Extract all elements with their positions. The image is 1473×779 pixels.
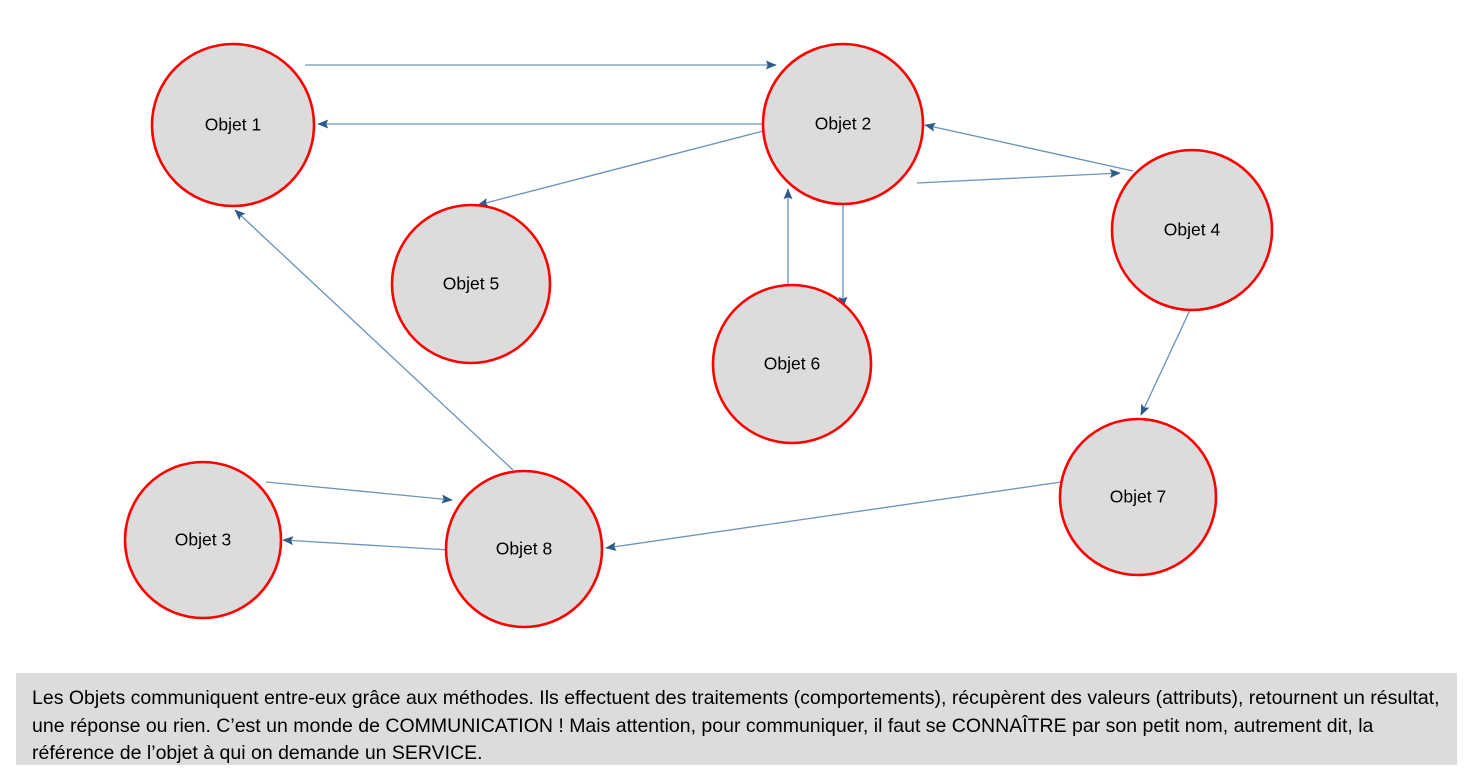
- node-objet6[interactable]: Objet 6: [711, 283, 873, 445]
- node-circle-objet1[interactable]: [150, 42, 316, 208]
- edge-objet4-to-objet7: [1140, 309, 1191, 416]
- nodes-layer: Objet 1 Objet 2 Objet 3 Objet 4 Objet 5 Objet…: [123, 42, 1274, 629]
- edge-objet2-to-objet4: [916, 169, 1121, 184]
- edge-objet7-to-objet8: [605, 481, 1062, 551]
- node-circle-objet7[interactable]: [1058, 417, 1218, 577]
- node-circle-objet8[interactable]: [444, 469, 604, 629]
- node-label-objet3: Objet 3: [175, 530, 231, 550]
- node-circle-objet5[interactable]: [390, 203, 552, 365]
- node-label-objet2: Objet 2: [815, 114, 871, 134]
- node-label-objet1: Objet 1: [205, 115, 261, 135]
- node-label-objet5: Objet 5: [443, 274, 499, 294]
- node-label-objet6: Objet 6: [764, 354, 820, 374]
- node-circle-objet6[interactable]: [711, 283, 873, 445]
- node-objet1[interactable]: Objet 1: [150, 42, 316, 208]
- edge-objet8-to-objet1: [234, 209, 514, 471]
- node-objet5[interactable]: Objet 5: [390, 203, 552, 365]
- node-objet7[interactable]: Objet 7: [1058, 417, 1218, 577]
- caption-box: Les Objets communiquent entre-eux grâce …: [16, 673, 1457, 765]
- edges-layer: [234, 60, 1191, 551]
- node-label-objet4: Objet 4: [1164, 220, 1221, 240]
- node-circle-objet4[interactable]: [1110, 148, 1274, 312]
- edge-objet4-to-objet2: [924, 122, 1134, 172]
- node-objet8[interactable]: Objet 8: [444, 469, 604, 629]
- caption-text: Les Objets communiquent entre-eux grâce …: [32, 687, 1440, 765]
- node-objet2[interactable]: Objet 2: [761, 42, 925, 206]
- node-objet4[interactable]: Objet 4: [1110, 148, 1274, 312]
- edge-objet2-to-objet5: [477, 129, 768, 207]
- node-label-objet7: Objet 7: [1110, 487, 1166, 507]
- object-communication-diagram: Objet 1 Objet 2 Objet 3 Objet 4 Objet 5 Objet…: [123, 42, 1274, 629]
- node-circle-objet2[interactable]: [761, 42, 925, 206]
- node-label-objet8: Objet 8: [496, 539, 552, 559]
- node-circle-objet3[interactable]: [123, 460, 283, 620]
- edge-objet8-to-objet3: [282, 536, 451, 551]
- edge-objet3-to-objet8: [265, 481, 453, 504]
- node-objet3[interactable]: Objet 3: [123, 460, 283, 620]
